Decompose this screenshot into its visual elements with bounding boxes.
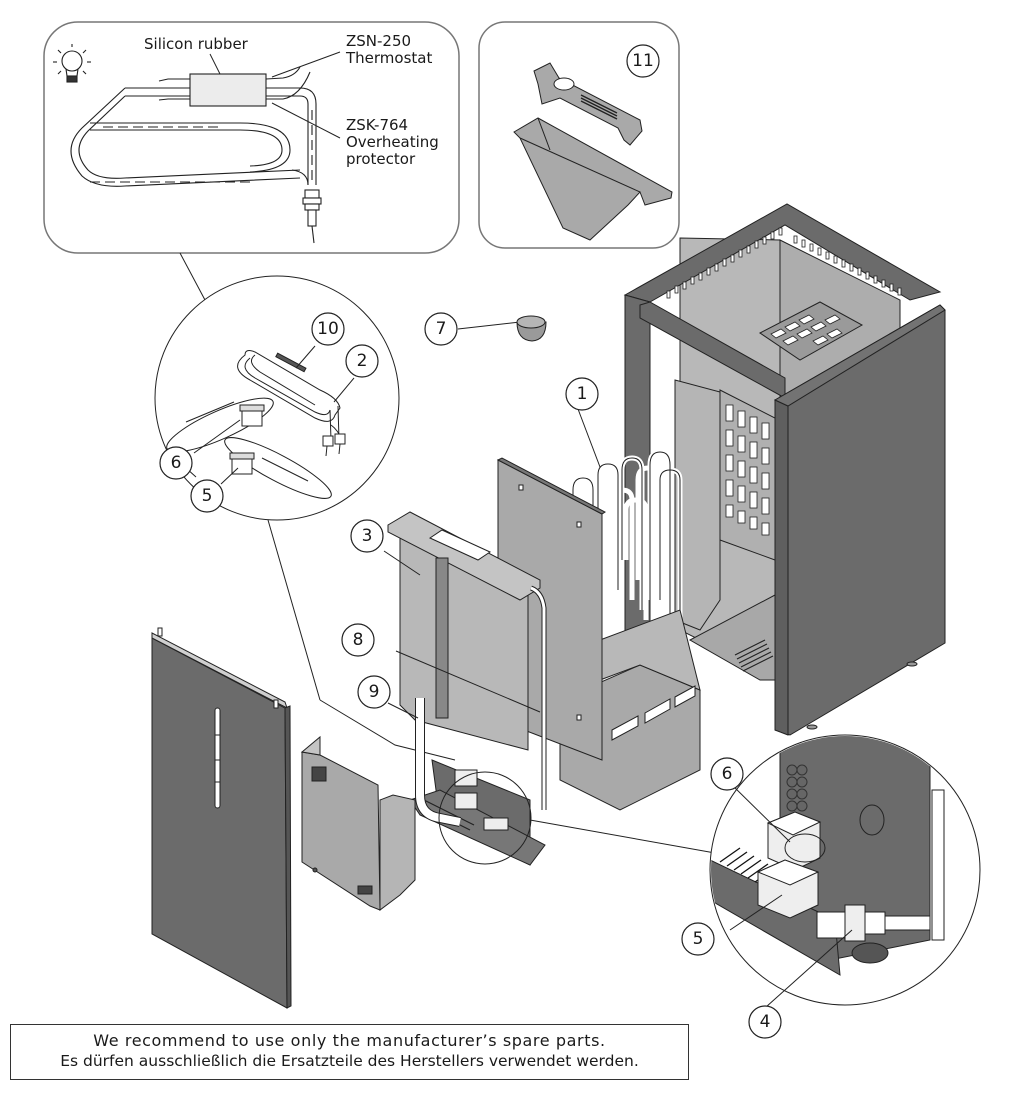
callout-10 bbox=[311, 312, 345, 346]
stone-holder-drawing bbox=[513, 62, 673, 241]
heating-element-mini bbox=[237, 350, 346, 457]
sensor-parts-mini bbox=[166, 397, 332, 499]
callout-11 bbox=[626, 44, 660, 78]
heating-elements-assembly bbox=[570, 449, 683, 650]
control-compartment bbox=[409, 698, 546, 866]
callout-2 bbox=[345, 344, 379, 378]
callout-10-label: 10 bbox=[317, 319, 339, 339]
callout-9-label: 9 bbox=[369, 682, 380, 702]
callout-1-label: 1 bbox=[577, 384, 588, 404]
label-thermostat-code: ZSN-250 bbox=[346, 32, 411, 50]
callout-4-label: 4 bbox=[760, 1012, 771, 1032]
front-door-panel bbox=[151, 627, 292, 1009]
callout-4 bbox=[748, 1005, 782, 1039]
heating-element-detail-box: Silicon rubber ZSN-250 Thermostat ZSK-76… bbox=[43, 21, 460, 254]
floor-vents bbox=[734, 639, 774, 672]
valve-magnifier: 6 5 4 bbox=[681, 734, 981, 1039]
label-protector-name-1: Overheating bbox=[346, 133, 439, 151]
callout-3-label: 3 bbox=[362, 526, 373, 546]
callout-6 bbox=[159, 446, 193, 480]
part-11-detail-box: 11 bbox=[478, 21, 680, 249]
label-silicon-rubber: Silicon rubber bbox=[144, 35, 249, 53]
label-protector-name-2: protector bbox=[346, 150, 416, 168]
water-tank bbox=[387, 511, 547, 810]
callout-8-label: 8 bbox=[353, 630, 364, 650]
callout-9 bbox=[357, 675, 391, 709]
stone-grid bbox=[759, 301, 864, 361]
callout-7 bbox=[424, 312, 458, 346]
part-7: 7 bbox=[424, 312, 547, 346]
lightbulb-icon bbox=[53, 44, 91, 83]
callout-2-label: 2 bbox=[357, 351, 368, 371]
callout-5 bbox=[190, 479, 224, 513]
label-thermostat-name: Thermostat bbox=[345, 49, 432, 67]
callout-11-label: 11 bbox=[632, 51, 654, 71]
callout-6-label: 6 bbox=[171, 453, 182, 473]
notice-german: Es dürfen ausschließlich die Ersatzteile… bbox=[60, 1052, 639, 1070]
callout-5-detail-label: 5 bbox=[693, 929, 704, 949]
callout-5-label: 5 bbox=[202, 486, 213, 506]
callout-3 bbox=[350, 519, 384, 553]
side-grill bbox=[725, 404, 770, 536]
spare-parts-notice: We recommend to use only the manufacture… bbox=[10, 1024, 689, 1080]
callout-5-detail bbox=[681, 922, 715, 956]
callout-6-detail bbox=[710, 757, 744, 791]
spare-parts-magnifier: 10 2 6 5 bbox=[154, 275, 400, 521]
label-protector-code: ZSK-764 bbox=[346, 116, 408, 134]
notice-english: We recommend to use only the manufacture… bbox=[93, 1031, 606, 1050]
callout-7-label: 7 bbox=[436, 319, 447, 339]
heating-element-drawing bbox=[70, 66, 322, 244]
callout-6-detail-label: 6 bbox=[722, 764, 733, 784]
control-cover bbox=[300, 735, 416, 911]
callout-1 bbox=[565, 377, 599, 411]
callout-8 bbox=[341, 623, 375, 657]
